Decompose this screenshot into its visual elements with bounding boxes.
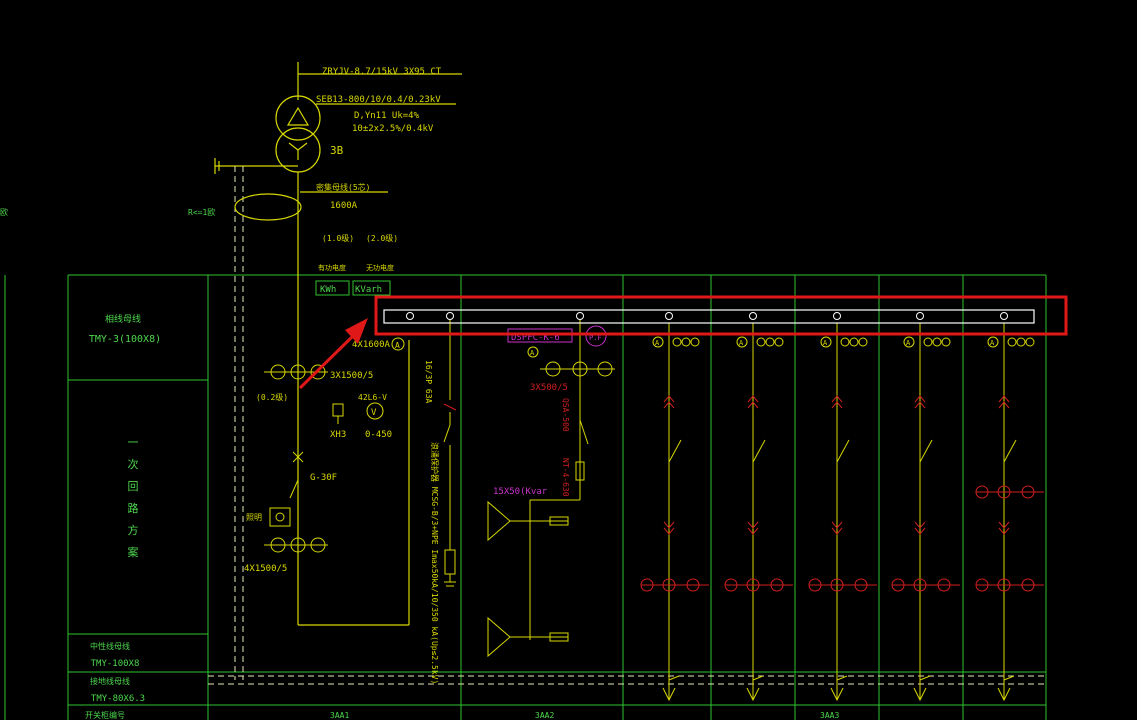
ct-secondary: 4X1500/5 [244,564,287,574]
main-bus-title: 相线母线 [105,313,141,325]
cabinet-light-label: 照明 [246,513,262,522]
neutral-bus-title: 中性线母线 [90,641,130,651]
busbar-tap [833,312,841,320]
kwh-meter: KWh [320,285,336,295]
annotation-arrow [298,318,368,390]
neutral-bus-spec: TMY-100X8 [91,659,140,669]
incoming-cabinet [264,337,405,553]
accuracy-right: (2.0级) [366,233,398,243]
cabinet-no-label: 开关柜编号 [85,710,125,720]
cabinet-no-3aa1: 3AA1 [330,711,349,720]
voltmeter-switch: 42L6-V [358,393,387,402]
busbar-tap [576,312,584,320]
vector-group: D,Yn11 Uk=4% [354,111,420,121]
kwh-meter-box [315,280,350,296]
transformer-primary-winding [275,95,321,141]
feeder-ammeter: A [739,339,744,347]
feeder-ammeter: A [823,339,828,347]
busbar-tap [665,312,673,320]
busbar-tap [406,312,414,320]
ct-accuracy: (0.2级) [256,392,288,402]
busbar-highlight-box [374,295,1068,336]
feeder-circuit: A [808,323,877,702]
fuse-switch: QSA-500 [561,398,570,432]
busbar-taps [406,312,1008,320]
indicator-tag: XH3 [330,430,346,440]
ammeter-symbol-in: A [395,341,400,350]
bus-duct-current: 1600A [330,201,358,211]
edge-text: 欧 [0,207,8,217]
feeder-circuit: A [640,323,709,702]
spd-cabinet [443,318,457,587]
breaker-rating: 4X1600A [352,340,391,350]
primary-circuit-title: 一次回路方案 [128,436,139,559]
cable-spec: ZRYJV-8.7/15kV 3X95 CT [322,67,442,77]
cabinet-no-3aa2: 3AA2 [535,711,554,720]
feeder-circuit: A [975,323,1044,702]
capacitor-cabinet [487,318,615,658]
panel-frame [4,274,1047,720]
ground-resistance: R<=1欧 [188,207,215,217]
fuse-spec: NT-4-630 [561,458,570,497]
ground-bus-title: 接地线母线 [90,676,130,686]
left-label-panel: 相线母线 TMY-3(100X8) 中性线母线 TMY-100X8 接地线母线 … [85,313,161,720]
voltmeter-symbol: V [371,408,377,418]
controller: DSPFC-K-6 [511,333,560,343]
cabinet-no-3aa3: 3AA3 [820,711,839,720]
voltmeter-range: 0-450 [365,430,392,440]
main-busbar[interactable] [383,309,1035,324]
ammeter-symbol-cap: A [530,349,535,357]
ground-conductors [208,166,1046,685]
pf-meter: P.F [589,334,602,342]
ground-bus-spec: TMY-80X6.3 [91,694,145,704]
spd-spec: 浪涌保护器 MCSG-B/3+NPE Imax50kA/10/350 kA(Up… [430,442,440,684]
meter-label-2: 无功电度 [366,263,394,272]
busbar-tap [1000,312,1008,320]
kvarh-meter-box [352,280,391,296]
bus-duct-marker [234,193,302,221]
bus-duct-label: 密集母线(5芯) [316,182,370,192]
feeder-ammeter: A [990,339,995,347]
cap-ct-spec: 3X500/5 [530,383,568,393]
incoming-transformer [214,62,462,626]
capacitor-spec: 15X50(Kvar [493,487,548,497]
incoming-labels: ZRYJV-8.7/15kV 3X95 CT SEB13-800/10/0.4/… [188,67,442,272]
ct-main: 3X1500/5 [330,371,373,381]
feeder-ammeter: A [906,339,911,347]
breaker-model: G-30F [310,473,337,483]
main-bus-spec: TMY-3(100X8) [89,334,161,345]
busbar-tap [446,312,454,320]
feeder-ammeter: A [655,339,660,347]
transformer-spec: SEB13-800/10/0.4/0.23kV [316,95,441,105]
meter-label-1: 有功电度 [318,263,346,272]
energy-meters: KWh KVarh [315,280,391,296]
busbar-tap [916,312,924,320]
feeder-circuit: A [724,323,793,702]
spd-fuse: 16/3P 63A [424,360,433,404]
transformer-tag: 3B [330,144,344,157]
incoming-cabinet-labels: 4X1600A 3X1500/5 (0.2级) 42L6-V V A XH3 0… [244,340,400,720]
capacitor-cabinet-labels: DSPFC-K-6 P.F A 3X500/5 15X50(Kvar 3AA2 [493,333,602,720]
tap-ratio: 10±2x2.5%/0.4kV [352,124,434,134]
feeder-circuit: A [891,323,960,702]
kvarh-meter: KVarh [355,285,382,295]
accuracy-left: (1.0级) [322,233,354,243]
busbar-tap [749,312,757,320]
